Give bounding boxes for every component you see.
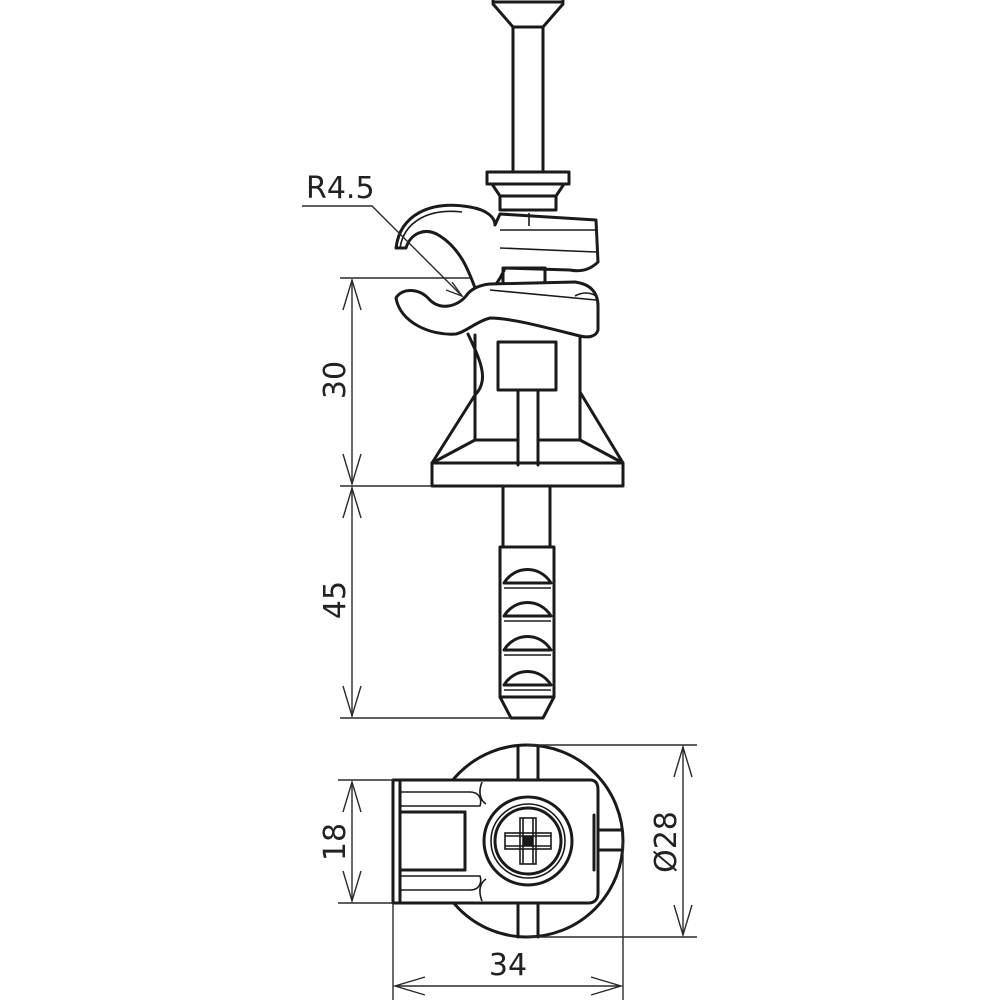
side-view: R4.5 30 45 [302,0,625,720]
clip-width-label: 18 [318,823,353,861]
plug-length-label: 45 [318,581,353,619]
upper-clip [394,203,600,298]
nail [485,0,571,212]
radius-label: R4.5 [306,171,375,206]
radius-dimension: R4.5 [302,171,464,298]
overall-length-label: 34 [489,948,527,983]
lower-clip [394,280,600,339]
clip-height-label: 30 [318,361,353,399]
top-view: 18 34 Ø28 [318,743,697,1000]
clip-body [430,332,625,488]
base-diameter-dimension: Ø28 [527,744,697,938]
clip-width-dimension: 18 [318,779,393,904]
clip-height-dimension: 30 [318,277,470,487]
wall-plug [498,485,556,720]
overall-length-dimension: 34 [392,841,624,1000]
plug-length-dimension: 45 [318,485,511,719]
base-diameter-label: Ø28 [649,811,684,873]
phillips-cross-icon [504,817,552,865]
